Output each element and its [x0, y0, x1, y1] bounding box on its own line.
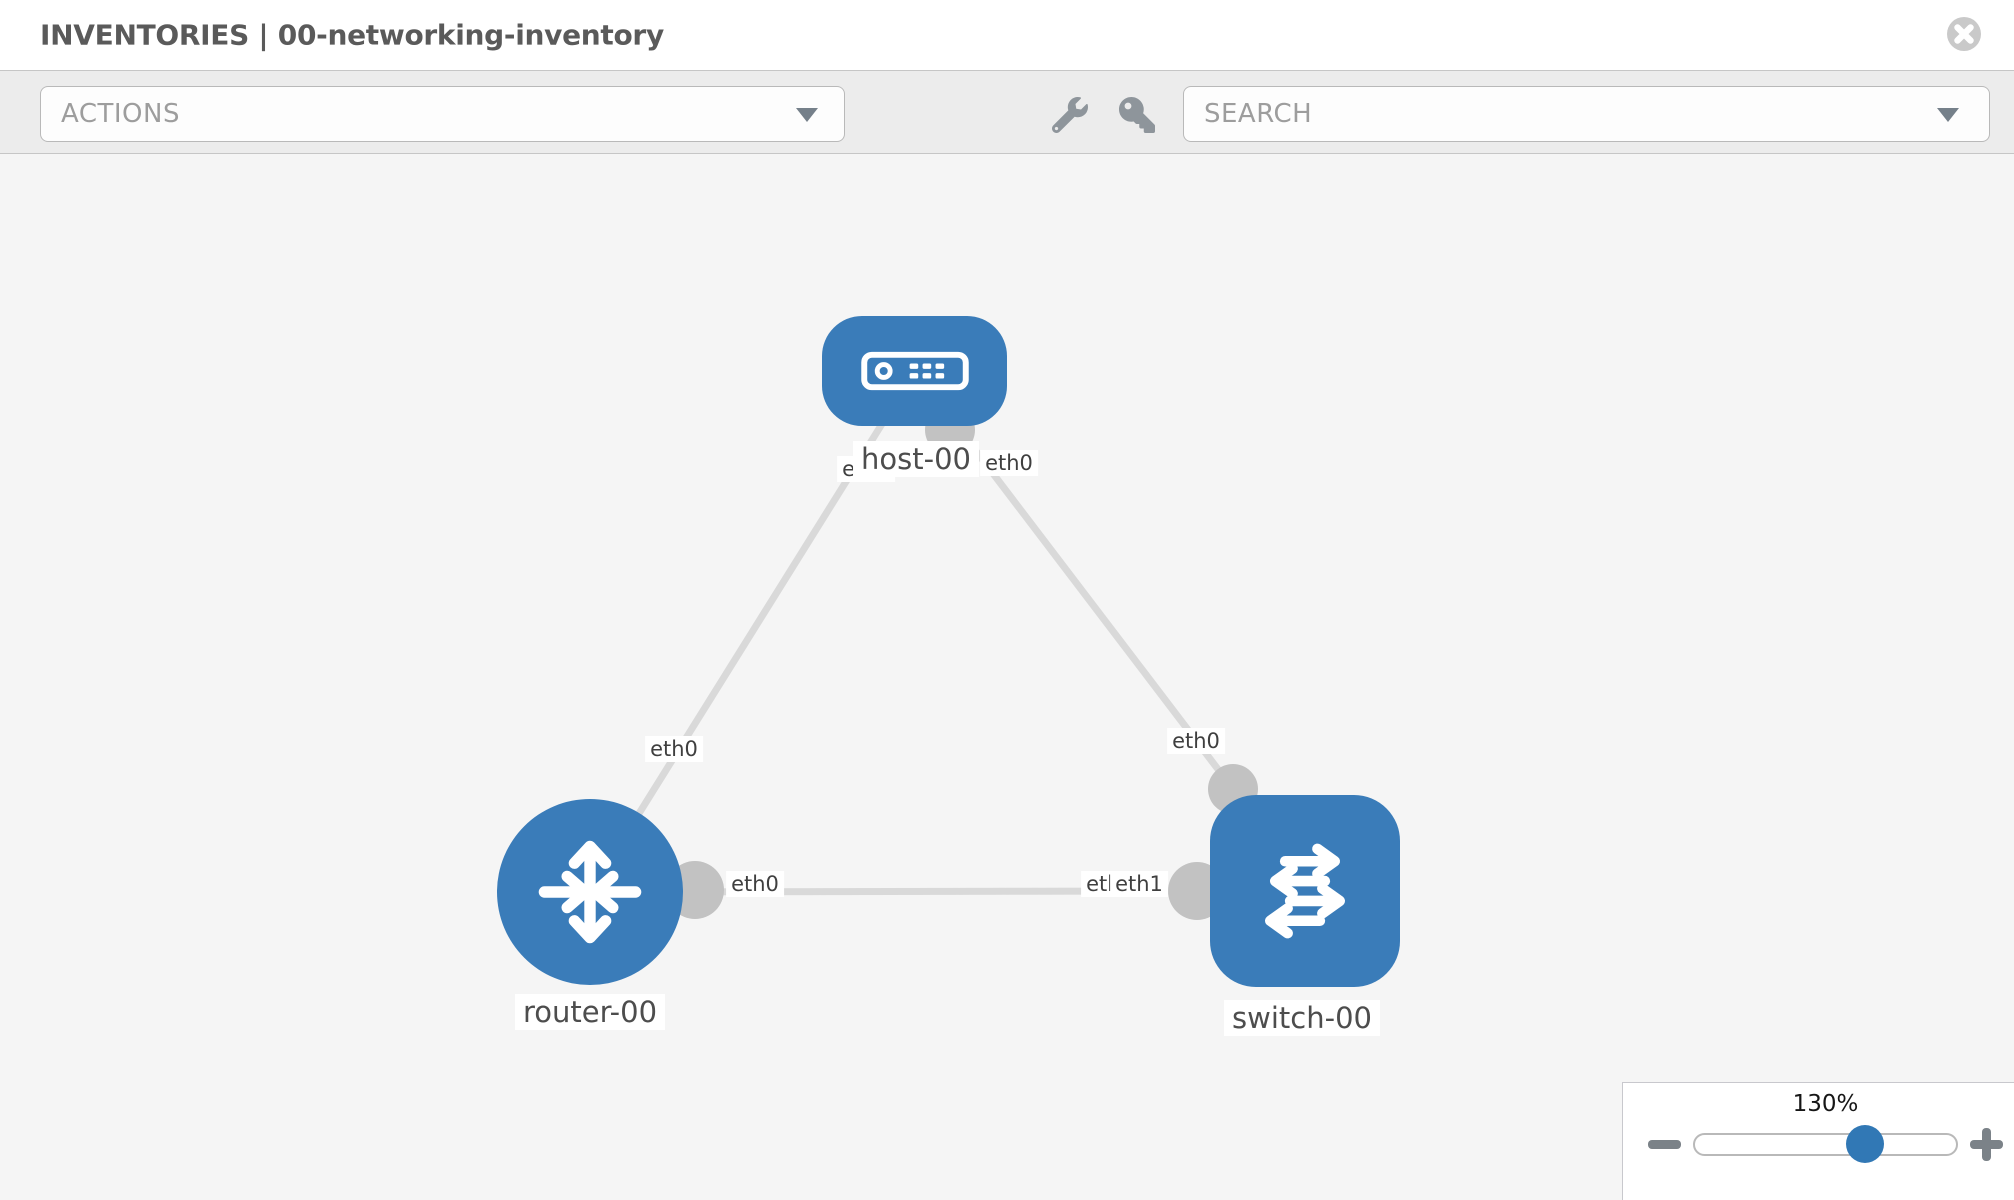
zoom-slider-track[interactable] [1693, 1125, 1958, 1163]
actions-dropdown-label: ACTIONS [61, 99, 180, 129]
search-dropdown-label: SEARCH [1204, 99, 1313, 129]
search-dropdown[interactable]: SEARCH [1183, 86, 1990, 142]
chevron-down-icon [796, 108, 818, 122]
times-circle-icon [1947, 17, 1981, 51]
actions-dropdown[interactable]: ACTIONS [40, 86, 845, 142]
window-header: INVENTORIES | 00-networking-inventory [0, 0, 2014, 70]
zoom-in-button[interactable] [1970, 1128, 2003, 1161]
router-arrows-icon [538, 840, 642, 944]
wrench-button[interactable] [1051, 97, 1088, 134]
host-server-icon [860, 351, 969, 391]
zoom-slider-thumb[interactable] [1846, 1125, 1884, 1163]
page-title: INVENTORIES | 00-networking-inventory [40, 18, 664, 52]
topology-edges-layer [587, 368, 1258, 920]
switch-arrows-icon [1265, 843, 1345, 939]
zoom-level-value: 130% [1792, 1091, 1859, 1117]
toolbar: ACTIONS SEARCH [0, 70, 2014, 154]
key-button[interactable] [1119, 97, 1155, 133]
interface-label: eth0 [1167, 728, 1225, 754]
wrench-icon [1051, 97, 1088, 134]
node-switch-00[interactable] [1210, 795, 1400, 987]
zoom-out-button[interactable] [1648, 1140, 1681, 1149]
interface-label: eth0 [645, 736, 703, 762]
node-label-router: router-00 [514, 994, 666, 1030]
node-host-00[interactable] [822, 316, 1007, 426]
interface-label: eth0 [980, 450, 1038, 476]
interface-label: eth1 [1110, 871, 1168, 897]
close-button[interactable] [1946, 16, 1982, 52]
chevron-down-icon [1937, 108, 1959, 122]
key-icon [1119, 97, 1155, 133]
node-label-host: host-00 [853, 441, 979, 477]
node-label-switch: switch-00 [1224, 1000, 1380, 1036]
node-router-00[interactable] [497, 799, 683, 985]
interface-label: eth0 [726, 871, 784, 897]
zoom-control-panel: 130% [1622, 1082, 2014, 1200]
topology-canvas[interactable]: host-00 router-00 switch-00 eth0 eth0 et… [0, 154, 2014, 1200]
